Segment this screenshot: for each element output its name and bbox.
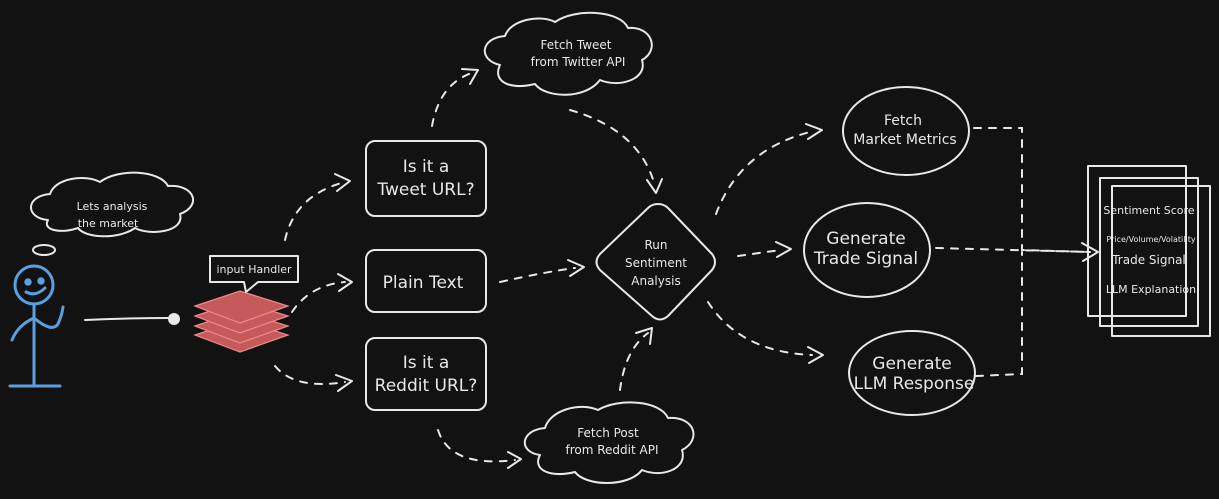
- reddit-cloud-line2: from Reddit API: [566, 443, 659, 457]
- tweet-box-line2: Tweet URL?: [376, 180, 474, 200]
- arrow-to-market-metrics: [715, 131, 811, 215]
- thought-text-1: Lets analysis: [77, 200, 148, 213]
- sentiment-analysis-diamond: Run Sentiment Analysis: [595, 203, 716, 321]
- reddit-box-line2: Reddit URL?: [375, 376, 478, 396]
- connector-signal-to-report: [935, 247, 1091, 253]
- thought-cloud: Lets analysis the market: [30, 171, 194, 256]
- tweet-url-box: Is it a Tweet URL?: [365, 140, 487, 217]
- reddit-url-box: Is it a Reddit URL?: [365, 337, 487, 411]
- user-stick-figure: [8, 264, 65, 388]
- report-document: Sentiment Score Price/Volume/Volatility …: [1087, 165, 1211, 337]
- report-item-4: LLM Explanation: [1106, 283, 1196, 296]
- sentiment-line3: Analysis: [631, 274, 680, 288]
- user-connector: [84, 317, 171, 321]
- sentiment-line2: Sentiment: [625, 256, 687, 270]
- llm-line1: Generate: [872, 354, 951, 374]
- report-item-2: Price/Volume/Volatility: [1106, 235, 1195, 244]
- reddit-cloud-line1: Fetch Post: [577, 426, 639, 440]
- reddit-box-line1: Is it a: [403, 353, 449, 373]
- market-metrics-node: Fetch Market Metrics: [842, 86, 970, 176]
- connector-metrics-to-report: [973, 127, 1091, 253]
- tweet-box-line1: Is it a: [403, 157, 449, 177]
- arrow-to-tweet: [284, 181, 346, 241]
- input-handler-label: input Handler: [216, 263, 292, 276]
- arrow-to-trade-signal: [737, 249, 783, 257]
- arrow-reddit-to-cloud: [437, 429, 516, 463]
- input-handler-stack-icon: [193, 290, 290, 353]
- arrow-plain-to-sentiment: [499, 267, 576, 283]
- arrow-twitter-to-sentiment: [569, 109, 656, 187]
- report-item-1: Sentiment Score: [1103, 204, 1194, 217]
- signal-line2: Trade Signal: [813, 249, 918, 269]
- thought-text-2: the market: [78, 217, 139, 230]
- plain-text-box: Plain Text: [365, 249, 487, 313]
- arrow-to-plain: [291, 281, 346, 313]
- arrow-tweet-to-twitter: [431, 71, 476, 127]
- report-item-3: Trade Signal: [1111, 253, 1186, 267]
- plain-box-label: Plain Text: [383, 273, 464, 293]
- reddit-fetch-cloud: Fetch Post from Reddit API: [523, 401, 695, 484]
- twitter-cloud-line1: Fetch Tweet: [541, 38, 612, 52]
- input-handler-callout: input Handler: [209, 255, 299, 293]
- twitter-fetch-cloud: Fetch Tweet from Twitter API: [483, 11, 653, 96]
- twitter-cloud-line2: from Twitter API: [531, 55, 626, 69]
- trade-signal-node: Generate Trade Signal: [803, 202, 931, 298]
- metrics-line1: Fetch: [884, 113, 922, 129]
- llm-line2: LLM Response: [854, 374, 975, 394]
- arrow-to-reddit: [274, 365, 346, 385]
- sentiment-line1: Run: [644, 238, 667, 252]
- arrow-to-llm-response: [707, 301, 813, 356]
- metrics-line2: Market Metrics: [853, 132, 956, 148]
- signal-line1: Generate: [826, 229, 905, 249]
- arrow-reddit-to-sentiment: [619, 332, 649, 391]
- llm-response-node: Generate LLM Response: [848, 330, 976, 416]
- connector-llm-to-report: [975, 251, 1023, 377]
- connector-dot: [168, 313, 180, 325]
